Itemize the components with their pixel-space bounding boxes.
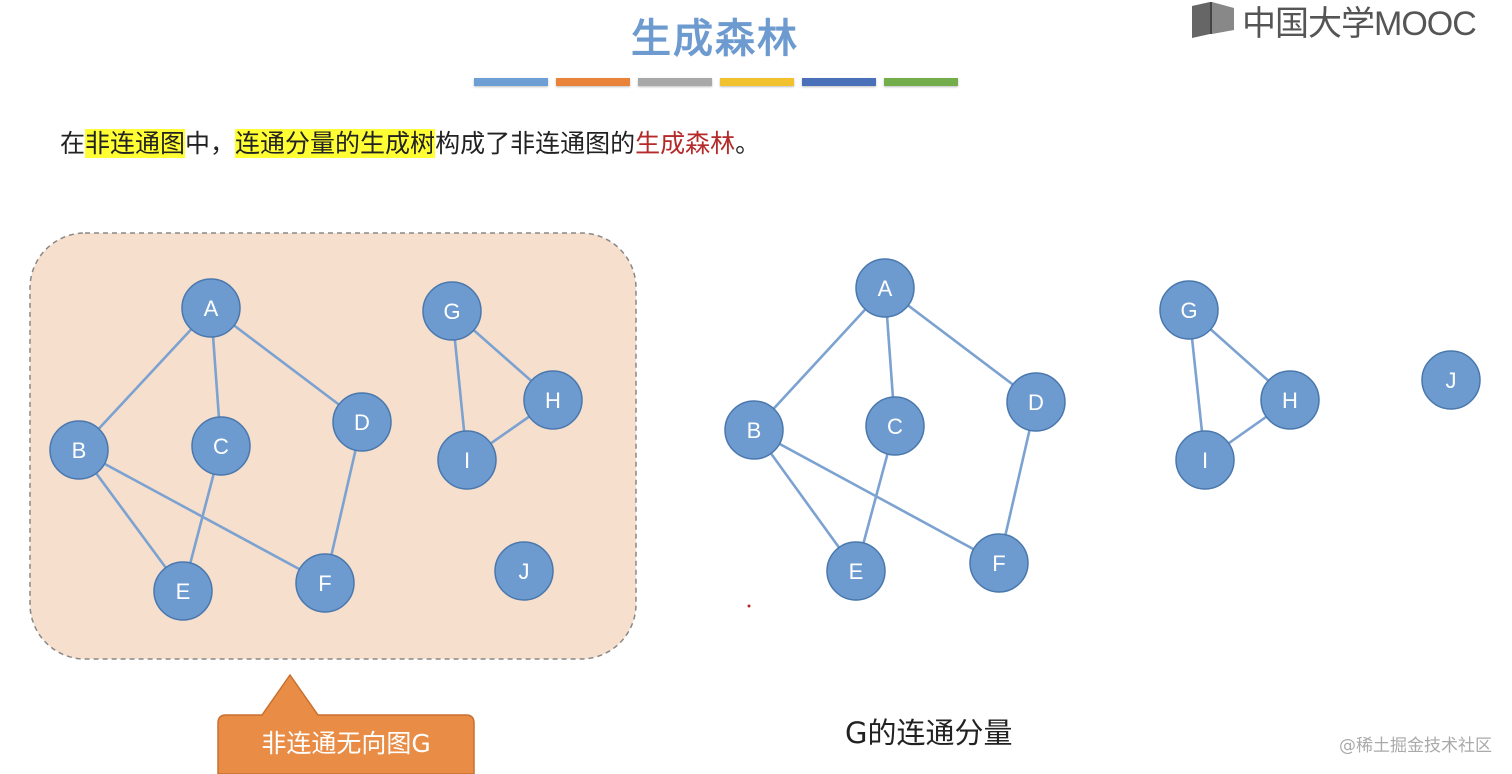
watermark: @稀土掘金技术社区 bbox=[1339, 736, 1492, 756]
callout-shape bbox=[217, 673, 475, 774]
right-node-I bbox=[1175, 430, 1235, 490]
left-node-label-F: F bbox=[318, 571, 331, 596]
right-node-B bbox=[724, 400, 784, 460]
accent-bar-1 bbox=[474, 78, 548, 86]
right-node-H bbox=[1260, 370, 1320, 430]
right-node-label-I: I bbox=[1202, 448, 1208, 473]
logo-text: 中国大学MOOC bbox=[1242, 4, 1477, 43]
statement-text: 。 bbox=[735, 129, 761, 158]
left-node-B bbox=[49, 420, 109, 480]
right-node-label-H: H bbox=[1282, 388, 1298, 413]
right-node-J bbox=[1421, 350, 1481, 410]
right-node-label-C: C bbox=[887, 414, 903, 439]
left-node-label-H: H bbox=[545, 388, 561, 413]
left-edge-A-D bbox=[210, 306, 363, 424]
definition-statement: 在非连通图中，连通分量的生成树构成了非连通图的生成森林。 bbox=[60, 124, 760, 160]
right-node-label-B: B bbox=[747, 418, 762, 443]
mooc-logo: 中国大学MOOC bbox=[1190, 0, 1477, 43]
accent-bar-6 bbox=[884, 78, 958, 86]
right-node-label-E: E bbox=[849, 559, 864, 584]
accent-bar-2 bbox=[556, 78, 630, 86]
left-node-label-B: B bbox=[72, 438, 87, 463]
right-node-label-A: A bbox=[878, 276, 893, 301]
left-node-label-E: E bbox=[176, 579, 191, 604]
right-edge-A-B bbox=[753, 287, 886, 431]
accent-bar-3 bbox=[638, 78, 712, 86]
statement-text: 在 bbox=[60, 129, 86, 158]
right-node-C bbox=[865, 396, 925, 456]
stray-dot bbox=[747, 604, 751, 608]
left-node-label-C: C bbox=[213, 434, 229, 459]
right-edge-A-D bbox=[884, 286, 1037, 404]
component-caption: G的连通分量 bbox=[845, 716, 1013, 750]
slide-title: 生成森林 bbox=[631, 16, 799, 62]
accent-bar-5 bbox=[802, 78, 876, 86]
left-node-G bbox=[422, 281, 482, 341]
left-node-E bbox=[153, 561, 213, 621]
right-graph-nodes: A B C D E F G H I J bbox=[724, 258, 1481, 601]
left-node-label-A: A bbox=[204, 296, 219, 321]
left-node-J bbox=[494, 541, 554, 601]
left-node-D bbox=[332, 392, 392, 452]
left-node-label-J: J bbox=[519, 559, 530, 584]
term-spanning-forest: 生成森林 bbox=[635, 129, 736, 158]
book-logo-icon bbox=[1192, 2, 1234, 38]
highlight-spanning-trees: 连通分量的生成树 bbox=[235, 129, 436, 158]
graph-caption-callout: 非连通无向图G bbox=[217, 673, 475, 774]
right-node-label-G: G bbox=[1180, 298, 1197, 323]
highlight-disconnected-graph: 非连通图 bbox=[85, 129, 186, 158]
left-node-label-D: D bbox=[354, 410, 370, 435]
title-accent-bars bbox=[474, 78, 958, 86]
statement-text: 构成了非连通图的 bbox=[435, 129, 636, 158]
left-node-F bbox=[295, 553, 355, 613]
right-node-E bbox=[826, 541, 886, 601]
left-node-H bbox=[523, 370, 583, 430]
statement-text: 中， bbox=[185, 129, 236, 158]
graph-caption: 非连通无向图G bbox=[261, 729, 430, 758]
left-edge-A-B bbox=[78, 307, 212, 451]
right-node-G bbox=[1159, 280, 1219, 340]
left-graph-nodes: A B C D E F G H I J bbox=[49, 278, 583, 621]
right-node-label-J: J bbox=[1446, 368, 1457, 393]
left-node-label-G: G bbox=[443, 299, 460, 324]
accent-bar-4 bbox=[720, 78, 794, 86]
right-node-F bbox=[969, 533, 1029, 593]
left-node-label-I: I bbox=[464, 448, 470, 473]
left-node-C bbox=[191, 416, 251, 476]
right-node-D bbox=[1006, 372, 1066, 432]
right-node-label-F: F bbox=[992, 551, 1005, 576]
left-node-I bbox=[437, 430, 497, 490]
right-node-label-D: D bbox=[1028, 390, 1044, 415]
right-node-A bbox=[855, 258, 915, 318]
left-node-A bbox=[181, 278, 241, 338]
